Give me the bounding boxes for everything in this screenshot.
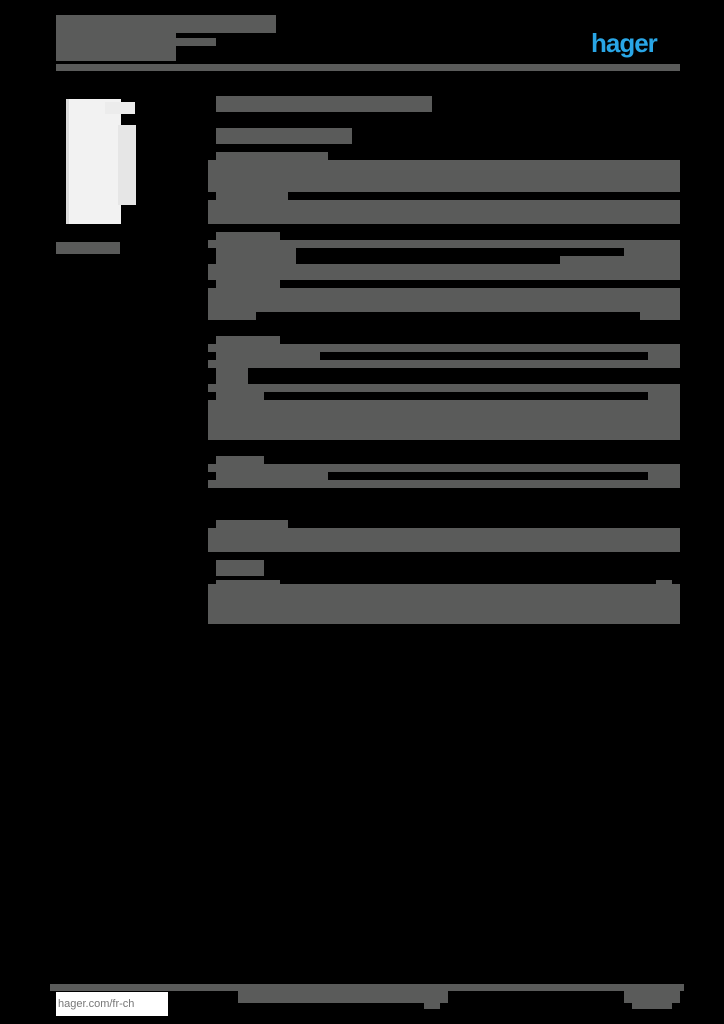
section-1-row-1[interactable] [208,160,680,192]
product-image [66,99,136,224]
section-2-row-3b[interactable] [216,280,280,288]
section-3-row-1[interactable] [208,344,680,352]
section-4-key [216,472,328,480]
product-subheading [216,128,352,144]
footer-page-info [624,991,680,1003]
section-2-value-1 [624,248,680,256]
section-6-label [216,560,264,576]
section-1-label [216,152,328,160]
section-2-row-4[interactable] [208,312,256,320]
section-3-row-5[interactable] [208,400,680,440]
document-title [56,15,276,33]
section-3-val-1 [648,352,680,360]
section-1-label-2 [216,192,288,200]
footer-center-text-2 [424,1003,440,1009]
header-rule [56,64,680,71]
footer-page-number [632,1003,672,1009]
section-2-label [216,232,280,240]
section-2-row-3[interactable] [208,288,680,312]
section-5-row[interactable] [208,528,680,552]
section-2-row-1[interactable] [208,240,680,248]
section-3-row-2[interactable] [208,360,680,368]
hager-logo: hager [591,28,658,58]
section-6-row[interactable] [208,584,680,624]
header-subtitle [176,38,216,46]
product-caption [56,242,120,254]
section-4-label [216,456,264,464]
section-4-val [648,472,680,480]
section-2-row-2[interactable] [208,264,680,280]
section-3-row-3[interactable] [216,368,248,384]
document-title-line2 [56,33,176,61]
section-3-key-2 [216,392,264,400]
section-6-val [656,580,672,586]
section-6-key [216,580,280,586]
footer-left-marks [238,991,294,1003]
section-3-val-2 [648,392,680,400]
section-3-label [216,336,280,344]
section-2-row-4b[interactable] [640,312,680,320]
section-5-label [216,520,288,528]
footer-website-link[interactable]: hager.com/fr-ch [56,992,168,1016]
product-heading [216,96,432,112]
section-3-row-4[interactable] [208,384,680,392]
section-4-row-1[interactable] [208,464,680,472]
section-4-row-2[interactable] [208,480,680,488]
section-3-key-1 [216,352,320,360]
footer-center-text [288,991,448,1003]
section-1-row-2[interactable] [208,200,680,224]
footer-rule [50,984,684,991]
